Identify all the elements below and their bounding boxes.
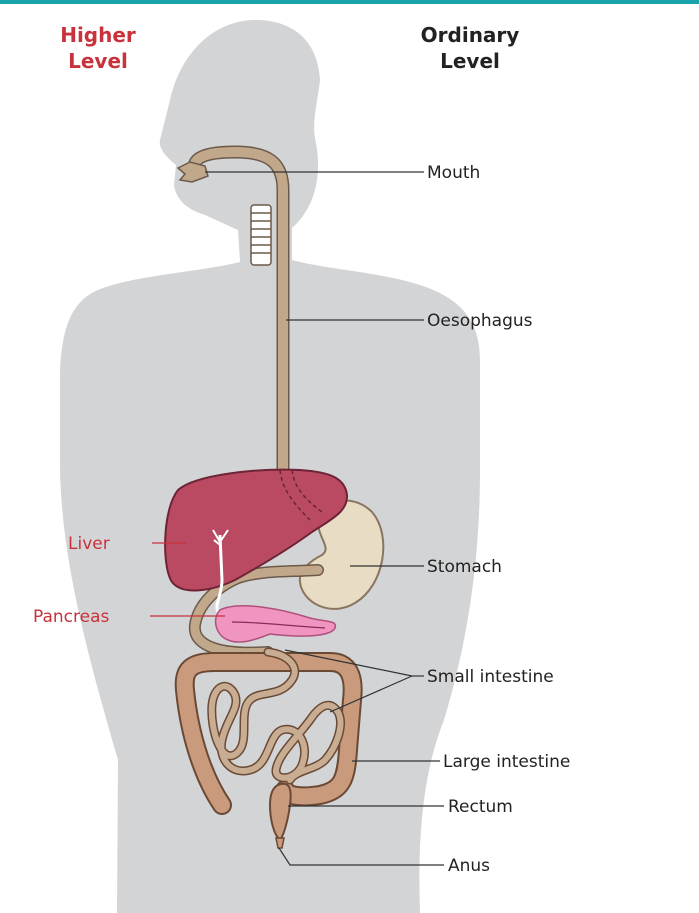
label-rectum: Rectum [448, 797, 513, 817]
label-small-intestine: Small intestine [427, 667, 554, 687]
trachea [250, 204, 272, 266]
small-intestine-leader-1 [284, 649, 413, 677]
label-oesophagus: Oesophagus [427, 311, 533, 331]
body-silhouette [60, 20, 480, 913]
label-liver: Liver [68, 534, 110, 554]
bile-duct [215, 534, 224, 613]
label-large-intestine: Large intestine [443, 752, 570, 772]
label-mouth: Mouth [427, 163, 480, 183]
label-pancreas: Pancreas [33, 607, 110, 627]
oesophagus-behind-liver [279, 469, 323, 521]
small-intestine-fill [208, 649, 344, 783]
ordinary-level-header: Ordinary Level [405, 22, 535, 74]
higher-level-leader-lines [150, 542, 225, 617]
duodenum-fill [190, 565, 323, 658]
higher-level-line2: Level [68, 49, 128, 73]
ordinary-level-line2: Level [440, 49, 500, 73]
top-accent-bar [0, 0, 699, 4]
label-anus: Anus [448, 856, 490, 876]
higher-level-header: Higher Level [48, 22, 148, 74]
leader-lines [205, 171, 444, 866]
small-intestine-leader-2 [329, 675, 413, 713]
liver-shape [164, 468, 349, 592]
large-intestine-fill [176, 654, 361, 813]
mouth-shape [176, 161, 209, 183]
anus-leader [278, 847, 444, 866]
stomach-shape [298, 499, 385, 610]
bile-duct-branch [212, 529, 229, 546]
higher-level-line1: Higher [60, 23, 136, 47]
ordinary-level-line1: Ordinary [420, 23, 520, 47]
anus-shape [275, 837, 285, 849]
label-stomach: Stomach [427, 557, 502, 577]
pancreatic-duct [231, 621, 326, 629]
